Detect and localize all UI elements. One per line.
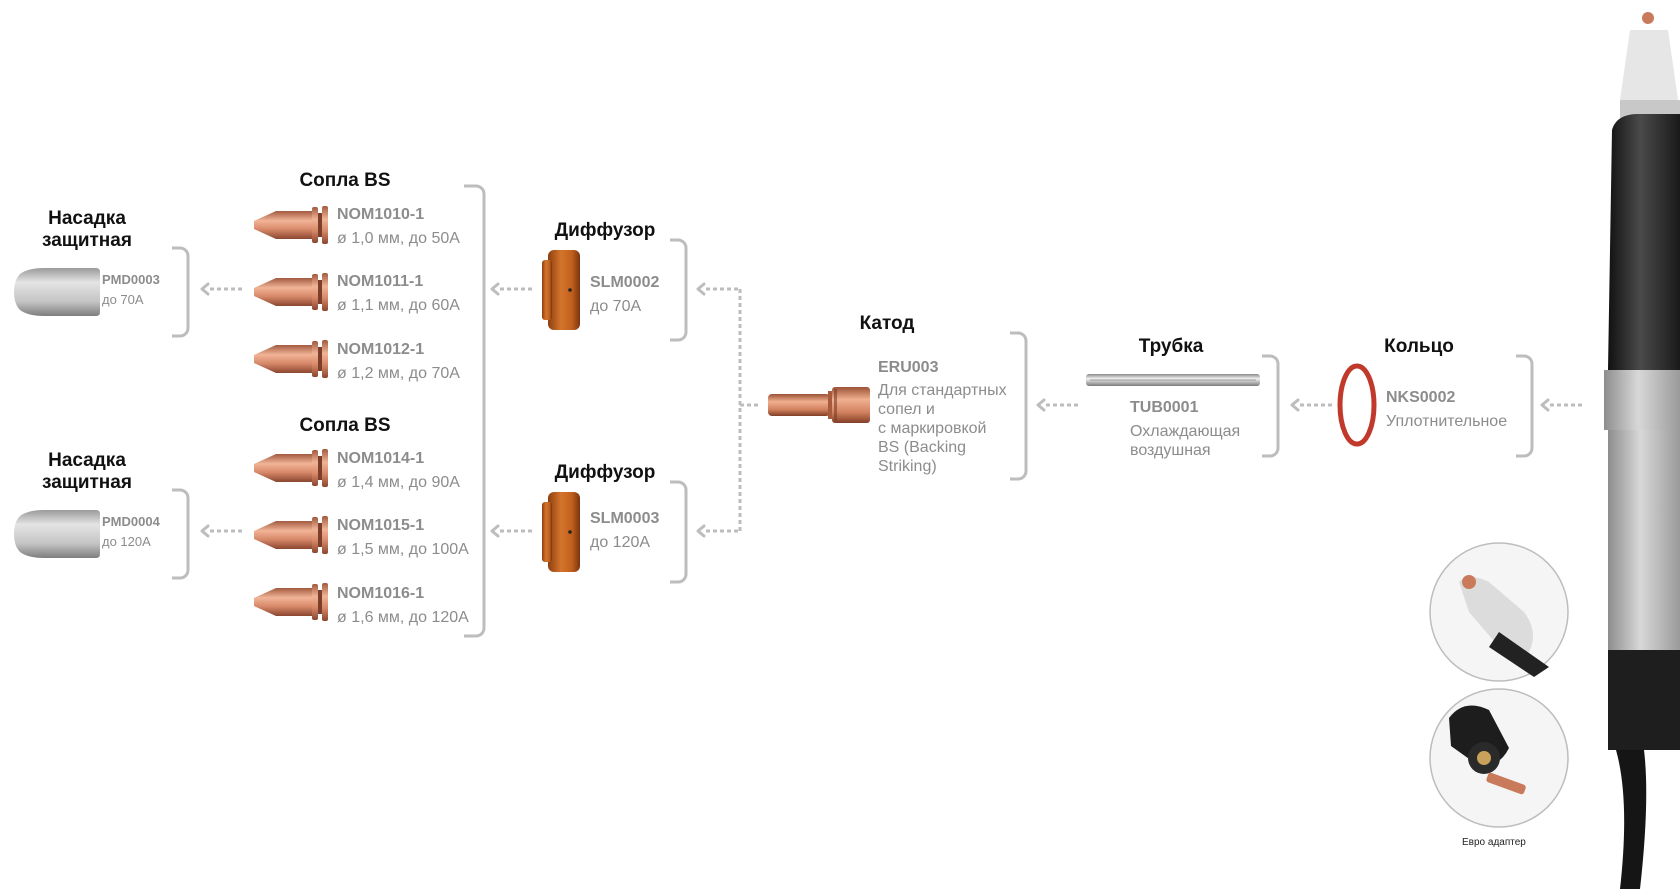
bracket-shield-2 [172,488,190,580]
nozzle-desc-4: ø 1,4 мм, до 90А [337,474,460,491]
euro-adapter-caption: Евро адаптер [1462,837,1526,848]
diffuser-code-2: SLM0003 [590,510,660,527]
nozzle-image-5 [252,515,328,555]
torch-tip-inset-image [1429,542,1569,682]
nozzle-code-3: NOM1012-1 [337,341,425,358]
bracket-diffuser-1 [670,238,688,342]
bracket-shield-1 [172,246,190,338]
nozzle-code-5: NOM1015-1 [337,517,425,534]
diffuser-code-1: SLM0002 [590,274,660,291]
nozzle-desc-2: ø 1,1 мм, до 60А [337,297,460,314]
bracket-nozzles [464,184,486,638]
cathode-desc-line-3: с маркировкой [878,420,987,437]
nozzle-desc-6: ø 1,6 мм, до 120А [337,609,469,626]
nozzle-image-6 [252,582,328,622]
nozzle-code-6: NOM1016-1 [337,585,425,602]
cathode-desc-line-2: сопел и [878,401,935,418]
euro-adapter-inset-image [1429,688,1569,828]
shield-code-1: PMD0003 [102,272,160,287]
diffuser-desc-1: до 70А [590,298,642,315]
diffuser-title-2: Диффузор [554,462,656,483]
nozzle-code-2: NOM1011-1 [337,273,424,290]
cathode-title: Катод [859,313,915,334]
nozzle-desc-5: ø 1,5 мм, до 100А [337,541,469,558]
diffuser-image-2 [542,492,582,572]
bracket-cathode [1010,331,1028,481]
nozzle-desc-3: ø 1,2 мм, до 70А [337,365,460,382]
shield-image-1 [14,268,100,316]
nozzle-code-4: NOM1014-1 [337,450,425,467]
bracket-tube [1262,354,1280,458]
nozzle-group-title-2: Сопла BS [299,415,391,436]
ring-desc: Уплотнительное [1386,413,1508,430]
tube-desc-line-2: воздушная [1130,442,1211,459]
tube-desc-line-1: Охлаждающая [1130,423,1241,440]
cathode-code: ERU003 [878,359,939,376]
cathode-desc-line-5: Striking) [878,458,937,475]
diffuser-desc-2: до 120А [590,534,651,551]
nozzle-desc-1: ø 1,0 мм, до 50А [337,230,460,247]
ring-title: Кольцо [1384,336,1454,357]
shield-desc-1: до 70А [102,292,144,307]
nozzle-image-2 [252,272,328,312]
cathode-desc-line-4: BS (Backing [878,439,967,456]
ring-code: NKS0002 [1386,389,1456,406]
cathode-image [768,387,870,423]
nozzle-code-1: NOM1010-1 [337,206,425,223]
nozzle-image-1 [252,205,328,245]
tube-title: Трубка [1138,336,1204,357]
diffuser-title-1: Диффузор [554,220,656,241]
diffuser-image-1 [542,250,582,330]
nozzle-image-4 [252,448,328,488]
o-ring-image [1337,363,1377,447]
shield-image-2 [14,510,100,558]
nozzle-image-3 [252,339,328,379]
tube-image [1086,374,1260,386]
shield-code-2: PMD0004 [102,514,160,529]
cathode-desc-line-1: Для стандартных [878,382,1007,399]
shield-desc-2: до 120А [102,534,151,549]
nozzle-group-title-1: Сопла BS [299,170,391,191]
shield-title-1: Насадка защитная [42,208,132,251]
shield-title-2: Насадка защитная [42,450,132,493]
plasma-torch-image [1604,12,1680,889]
bracket-diffuser-2 [670,480,688,584]
bracket-ring [1516,354,1534,458]
tube-code: TUB0001 [1130,399,1199,416]
